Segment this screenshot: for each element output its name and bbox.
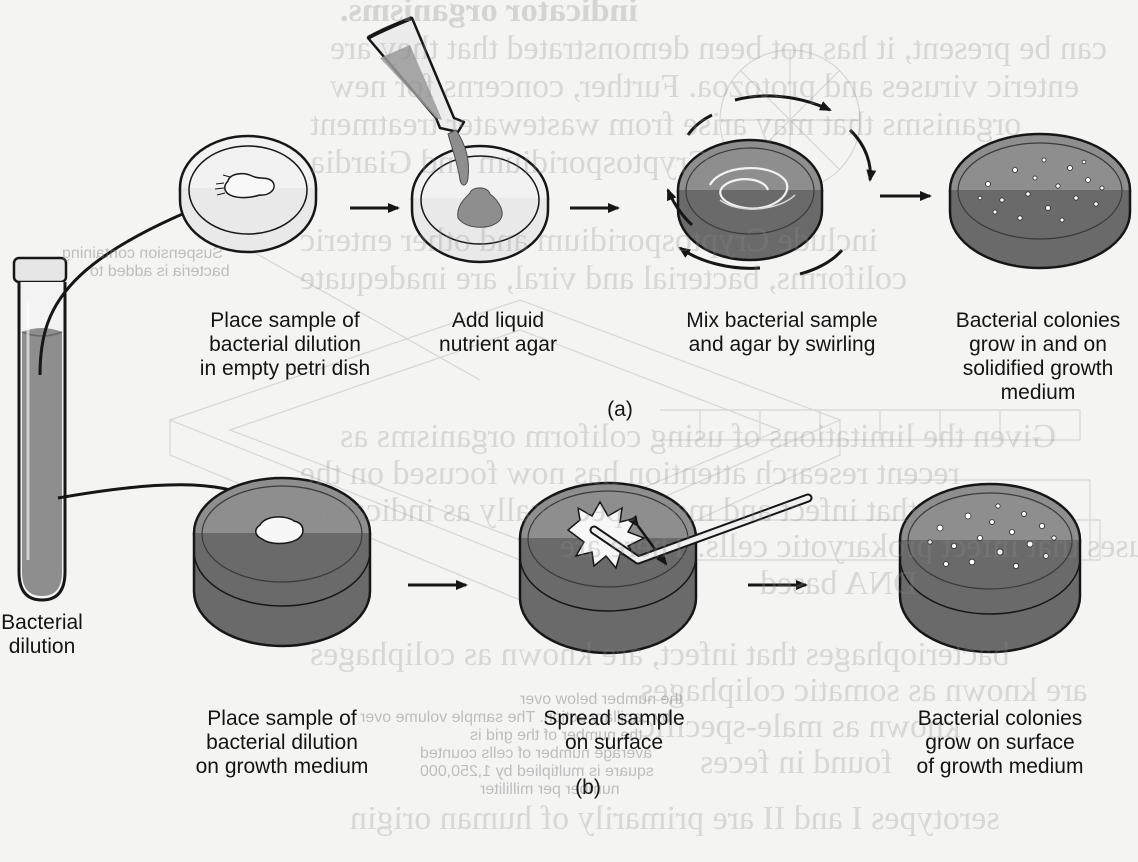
panel-label-a: (a) [600,398,640,422]
label-bacterial-dilution: Bacterial dilution [0,611,84,659]
bleed-line: organisms that may arise from wastewater… [310,106,1021,144]
bleed-line: viruses that infect prokaryotic cells. T… [560,528,1138,566]
label-step-place-empty-dish: Place sample of bacterial dilution in em… [170,309,400,381]
label-step-colonies-spread: Bacterial colonies grow on surface of gr… [900,707,1100,779]
bleed-line: DNA based [760,565,918,603]
label-step-spread: Spread sample on surface [524,707,704,755]
bleed-line: coliforms, bacterial and viral, are inad… [300,260,907,298]
panel-label-b: (b) [568,776,608,800]
bleed-line: Cryptosporidium and Giardia [310,144,710,182]
sample-on-medium [256,517,303,544]
bleed-line: recent research attention has now focuse… [300,455,960,493]
bleed-line: Given the limitations of using coliform … [340,418,1056,456]
petri-dish-a1 [180,136,316,252]
label-step-swirl: Mix bacterial sample and agar by swirlin… [662,309,902,357]
bleed-title: indicator organisms. [340,0,638,30]
petri-dish-a4 [950,134,1130,268]
label-step-colonies-pour: Bacterial colonies grow in and on solidi… [938,309,1138,405]
bleed-line: include Cryptosporidium and other enteri… [300,222,878,260]
label-step-place-on-medium: Place sample of bacterial dilution on gr… [172,707,392,779]
bleed-line: viruses that infect and more specificall… [300,492,1022,530]
bleed-line: bacteriophages that infect, are known as… [310,636,1010,674]
label-step-add-agar: Add liquid nutrient agar [428,309,568,357]
bleed-caption: square is multiplied by 1,250,000 [420,762,654,782]
bleed-line: are known as somatic coliphages [640,672,1088,710]
test-tube [14,258,66,600]
bleed-line: found in feces [700,744,893,782]
bleed-line: serotypes I and II are primarily of huma… [350,800,1000,838]
bleed-caption: Suspension containing [62,244,223,264]
bleed-line: can be present, it has not been demonstr… [330,30,1107,68]
bleed-caption: bacteria is added to [90,262,230,282]
bleed-line: enteric viruses and protozoa. Further, c… [330,68,1079,106]
